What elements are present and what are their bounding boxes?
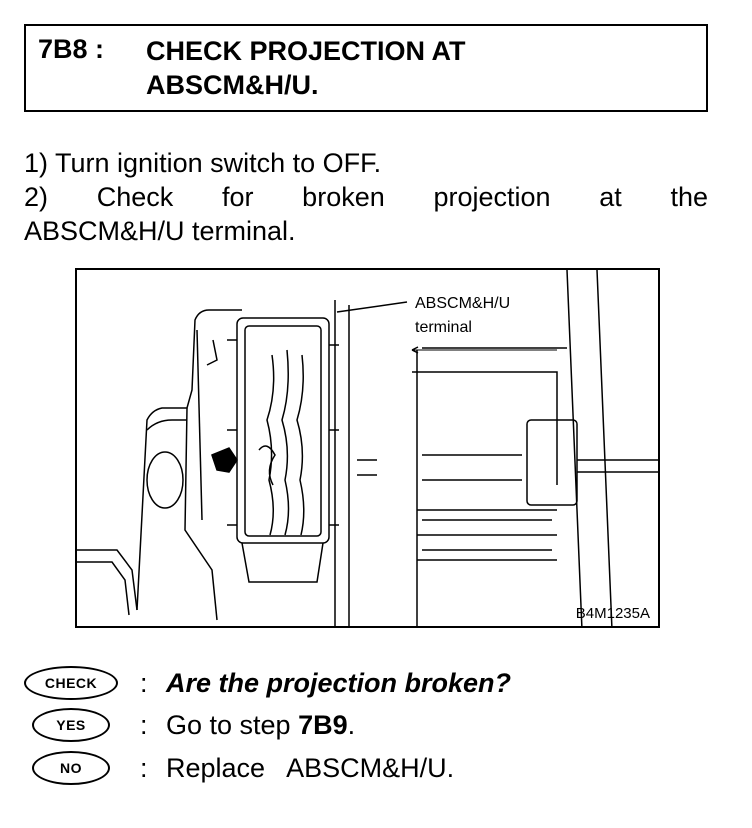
yes-badge: YES <box>32 708 110 742</box>
callout-line1: ABSCM&H/U <box>415 295 511 312</box>
step-title: CHECK PROJECTION AT ABSCM&H/U. <box>146 34 466 102</box>
yes-colon: : <box>140 710 148 740</box>
figure-code: B4M1235A <box>575 605 650 622</box>
step-id: 7B8 : <box>38 34 105 64</box>
yes-target-step: 7B9 <box>298 710 348 740</box>
terminal-callout: ABSCM&H/U terminal <box>415 292 510 340</box>
step-title-line2: ABSCM&H/U. <box>146 70 319 100</box>
check-question: Are the projection broken? <box>166 668 512 698</box>
check-colon: : <box>140 668 148 698</box>
instruction-step-2-continued: ABSCM&H/U terminal. <box>24 216 296 246</box>
yes-answer: Go to step 7B9. <box>166 708 355 742</box>
check-badge: CHECK <box>24 666 118 700</box>
connector-drawing <box>77 270 658 626</box>
connector-illustration: ABSCM&H/U terminal B4M1235A <box>75 268 660 628</box>
no-colon: : <box>140 753 148 783</box>
step-title-line1: CHECK PROJECTION AT <box>146 36 466 66</box>
step-header-box: 7B8 : CHECK PROJECTION AT ABSCM&H/U. <box>24 24 708 112</box>
instruction-step-1: 1) Turn ignition switch to OFF. <box>24 148 382 178</box>
yes-suffix: . <box>347 710 356 740</box>
no-badge: NO <box>32 751 110 785</box>
yes-prefix: Go to step <box>166 710 299 740</box>
instruction-step-2: 2) Check for broken projection at the <box>24 182 708 212</box>
callout-line2: terminal <box>415 319 472 336</box>
no-answer: Replace ABSCM&H/U. <box>166 753 455 783</box>
